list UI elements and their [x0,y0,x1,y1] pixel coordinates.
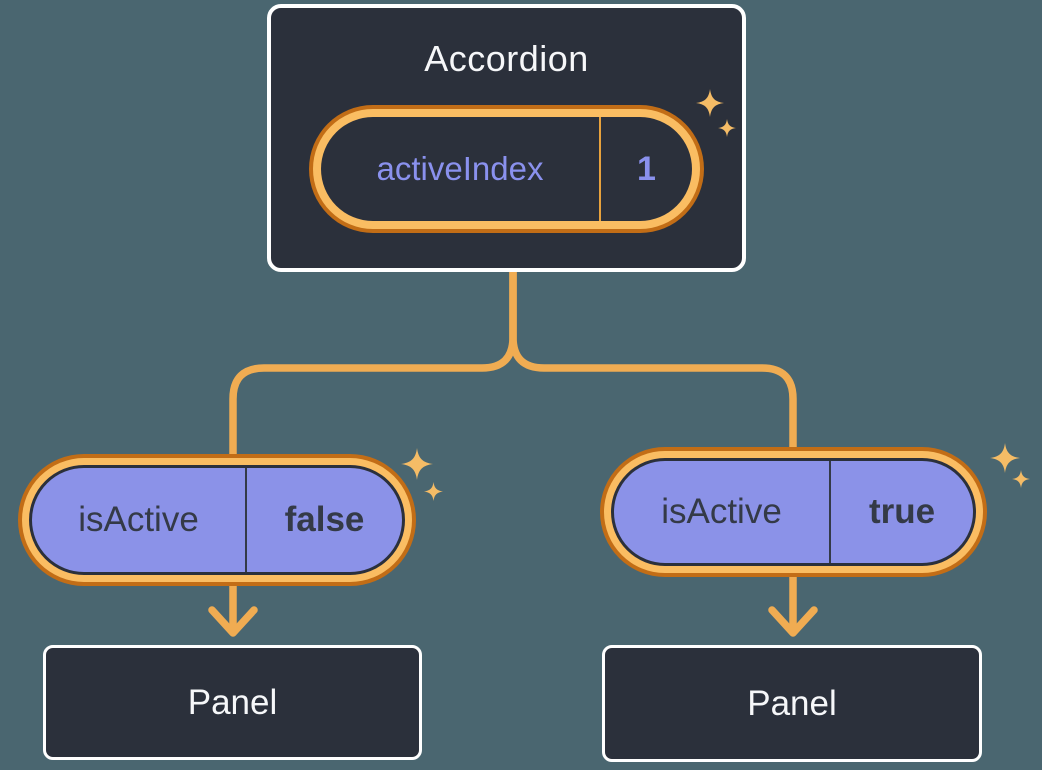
prop-pill-body: isActive false [29,465,405,575]
pill-divider [829,461,831,563]
prop-value-label: false [284,500,365,539]
connector-path-right [509,268,797,632]
sparkle-icon-large [696,89,724,117]
pill-divider [599,117,601,221]
sparkle-icon-small [424,482,443,501]
prop-name-label: isActive [661,492,782,531]
state-value-label: 1 [637,149,656,188]
state-pill-body: activeIndex 1 [321,117,692,221]
arrow-down-icon [208,606,258,637]
pill-divider [245,468,247,572]
state-pill: activeIndex 1 [309,105,704,233]
prop-pill-body: isActive true [611,458,976,566]
sparkle-icon-large [990,443,1020,473]
sparkle-icon-large [401,448,433,480]
sparkle-icon-small [718,119,736,137]
prop-pill-band: isActive true [604,451,983,573]
panel-title: Panel [747,683,837,723]
state-pill-band: activeIndex 1 [313,109,700,229]
state-name-label: activeIndex [376,150,544,187]
panel-component-box: Panel [602,645,982,762]
panel-title: Panel [187,682,278,722]
panel-component-box: Panel [43,645,422,760]
prop-pill-band: isActive false [22,458,412,582]
arrow-down-icon [768,606,818,637]
prop-name-label: isActive [78,500,199,539]
accordion-title: Accordion [424,38,589,79]
prop-value-label: true [868,492,936,531]
prop-pill-right: isActive true [600,447,987,577]
prop-pill-left: isActive false [18,454,416,586]
accordion-component-box: Accordion activeIndex 1 [267,4,746,272]
sparkle-icon-small [1012,470,1030,488]
